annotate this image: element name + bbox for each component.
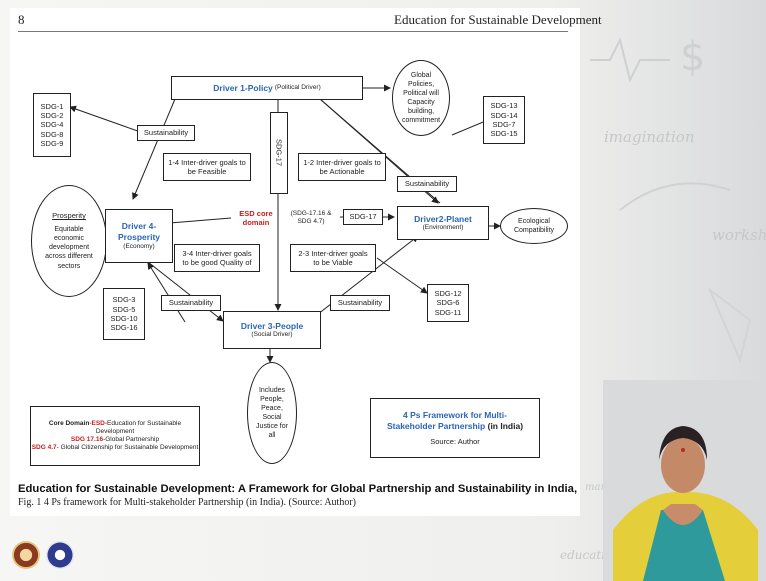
driver1-title: Driver 1-Policy <box>213 82 273 93</box>
background-doodles: $ <box>590 34 752 364</box>
driver4-title: Driver 4-Prosperity <box>117 221 161 242</box>
driver2-planet-box: Driver2-Planet (Environment) <box>397 206 489 240</box>
framework-title-line: 4 Ps Framework for Multi-Stakeholder Par… <box>371 410 539 433</box>
driver4-prosperity-box: Driver 4-Prosperity (Economy) <box>105 209 173 263</box>
driver3-people-box: Driver 3-People (Social Driver) <box>223 311 321 349</box>
sdg-item: SDG-1 <box>40 101 64 111</box>
legend-sdg1716: SDG 17.16 <box>70 436 104 443</box>
sdg-item: SDG-2 <box>40 110 64 120</box>
sustainability-label: Sustainability <box>168 298 214 308</box>
sdg17-box: SDG-17 <box>343 209 383 225</box>
presenter-video <box>603 380 766 581</box>
esd-core-title: ESD core domain <box>239 208 273 227</box>
framework-title: 4 Ps Framework for Multi-Stakeholder Par… <box>386 409 507 432</box>
sustainability-label: Sustainability <box>404 179 450 189</box>
sdg17-label: SDG-17 <box>349 212 377 222</box>
legend-box: Core Domain-ESD-Education for Sustainabl… <box>30 406 200 466</box>
sustainability-label: Sustainability <box>337 298 383 308</box>
inter-2-3-label: 2-3 Inter-driver goals to be Viable <box>298 248 368 267</box>
sustainability-box-bottom-right: Sustainability <box>330 295 390 311</box>
figure-caption: Fig. 1 4 Ps framework for Multi-stakehol… <box>18 497 356 508</box>
driver2-title: Driver2-Planet <box>414 213 472 224</box>
legend-sdg1716-text: -Global Partnership <box>103 436 160 443</box>
prosperity-title: Prosperity <box>52 211 86 221</box>
inter-1-2-box: 1-2 Inter-driver goals to be Actionable <box>298 153 386 181</box>
sustainability-box-bottom-left: Sustainability <box>161 295 221 311</box>
global-policies-oval: Global Policies, Political will Capacity… <box>392 60 450 136</box>
sustainability-box-top-right: Sustainability <box>397 176 457 192</box>
sustainability-label: Sustainability <box>143 128 189 138</box>
sdg-item: SDG-9 <box>40 139 64 149</box>
inter-1-2-label: 1-2 Inter-driver goals to be Actionable <box>303 157 381 176</box>
prosperity-text: Equitable economic development across di… <box>45 226 93 270</box>
inter-3-4-box: 3-4 Inter-driver goals to be good Qualit… <box>174 244 260 272</box>
global-policies-text: Global Policies, Political will Capacity… <box>401 71 441 125</box>
legend-esd-text: Education for Sustainable Development <box>95 419 182 435</box>
inter-2-3-box: 2-3 Inter-driver goals to be Viable <box>290 244 376 272</box>
header-rule <box>18 31 568 32</box>
svg-text:$: $ <box>680 34 705 80</box>
legend-sdg47: SDG 4.7 <box>31 444 57 452</box>
framework-title-suffix: (in India) <box>487 421 524 432</box>
framework-box: 4 Ps Framework for Multi-Stakeholder Par… <box>370 398 540 458</box>
inter-1-4-label: 1-4 Inter-driver goals to be Feasible <box>168 157 246 176</box>
running-title: Education for Sustainable Development <box>394 12 602 27</box>
legend-esd: -ESD- <box>89 419 108 427</box>
legend-core-label: Core Domain <box>48 419 90 427</box>
driver1-policy-box: Driver 1-Policy (Political Driver) <box>171 76 363 100</box>
people-oval: Includes People, Peace, Social Justice f… <box>247 362 297 464</box>
ecological-text: Ecological Compatibility <box>513 217 555 234</box>
legend-sdg47-line: SDG 4.7- Global Citizenship for Sustaina… <box>32 444 199 452</box>
sdg-item: SDG-7 <box>492 120 516 129</box>
page-number: 8 <box>18 12 25 27</box>
legend-core-line: Core Domain-ESD-Education for Sustainabl… <box>31 420 199 436</box>
sdg-item: SDG-11 <box>434 307 462 317</box>
sdg-item: SDG-3 <box>112 295 136 305</box>
sdg-item: SDG-16 <box>110 323 138 333</box>
framework-source: Source: Author <box>430 436 480 446</box>
sdg-item: SDG-6 <box>436 298 460 308</box>
prosperity-oval: Prosperity Equitable economic developmen… <box>31 185 107 297</box>
legend-sdg1716-line: SDG 17.16-Global Partnership <box>71 436 159 444</box>
driver4-sub: (Economy) <box>123 242 155 250</box>
sdg17-vertical-box: SDG-17 <box>270 112 288 194</box>
sdg-item: SDG-13 <box>490 101 518 111</box>
university-logo-icon <box>46 541 74 569</box>
driver3-title: Driver 3-People <box>240 320 304 331</box>
driver3-sub: (Social Driver) <box>251 331 293 339</box>
bg-word-workshop: worksho <box>712 226 766 244</box>
sdg17-vertical-label: SDG-17 <box>274 139 284 167</box>
ecological-oval: Ecological Compatibility <box>500 208 568 244</box>
sdg-item: SDG-4 <box>40 120 64 130</box>
inter-3-4-label: 3-4 Inter-driver goals to be good Qualit… <box>182 248 252 267</box>
sdg-item: SDG-10 <box>110 314 138 323</box>
sdg-item: SDG-15 <box>490 129 518 139</box>
sdg-item: SDG-14 <box>490 110 518 120</box>
legend-sdg47-text: - Global Citizenship for Sustainable Dev… <box>56 444 199 452</box>
sdg-item: SDG-5 <box>112 304 136 314</box>
people-text: Includes People, Peace, Social Justice f… <box>256 386 288 440</box>
inter-1-4-box: 1-4 Inter-driver goals to be Feasible <box>163 153 251 181</box>
esd-core-sub: (SDG-17.16 & SDG 4.7) <box>290 209 332 225</box>
caption-title: Education for Sustainable Development: A… <box>18 483 578 495</box>
sustainability-box-top-left: Sustainability <box>137 125 195 141</box>
sdg-item: SDG-8 <box>40 129 64 139</box>
sdg-item: SDG-12 <box>434 288 462 298</box>
esd-core-domain-box: ESD core domain (SDG-17.16 & SDG 4.7) <box>231 208 339 228</box>
bg-word-imagination: imagination <box>604 128 695 146</box>
institute-logo-icon <box>12 541 40 569</box>
driver1-sub: (Political Driver) <box>274 83 321 91</box>
driver2-sub: (Environment) <box>422 224 464 232</box>
